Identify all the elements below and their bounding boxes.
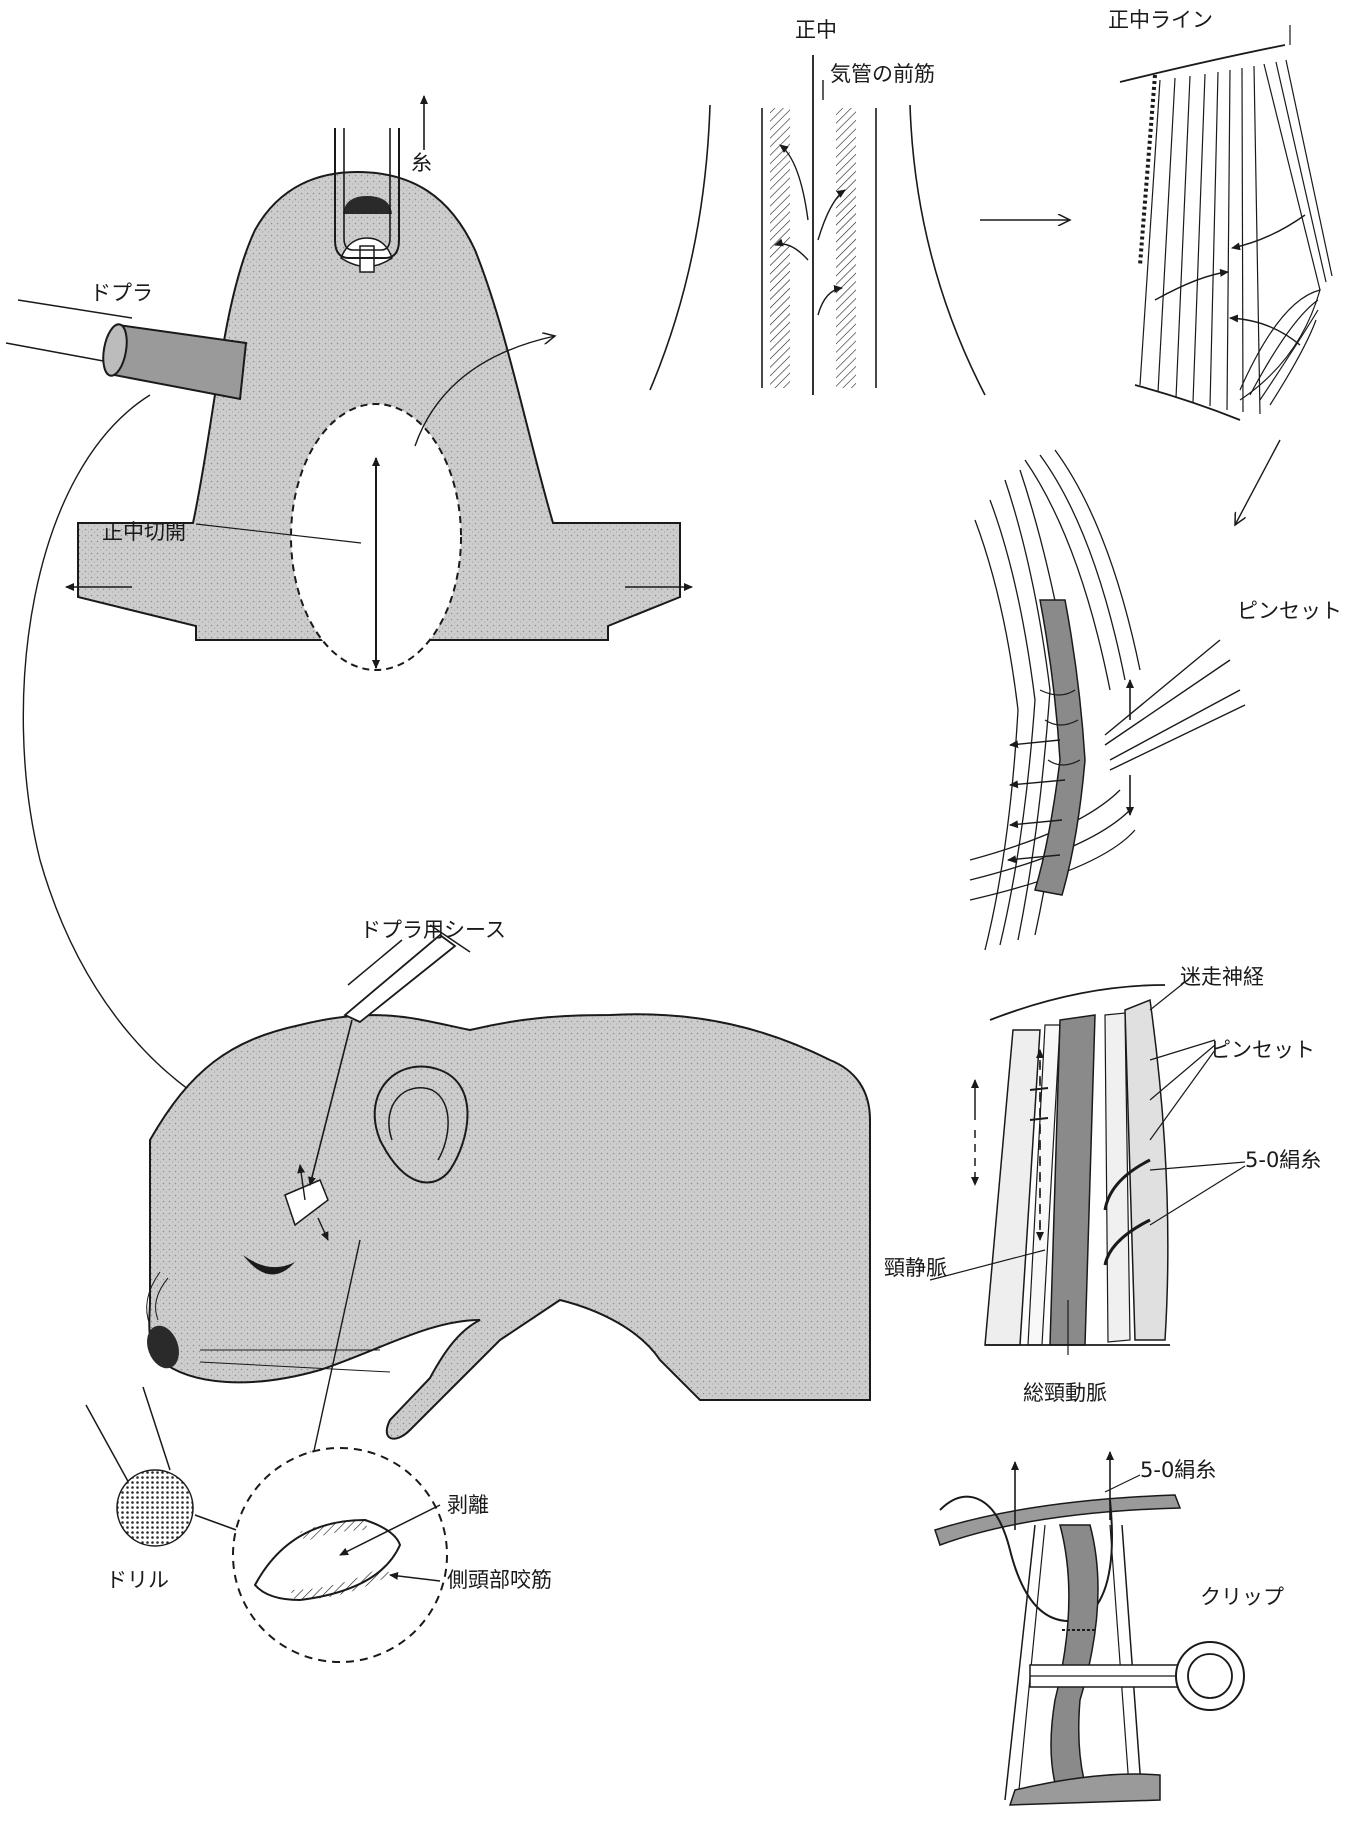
rat-lateral-panel [141, 925, 870, 1460]
label-meisou-shinkei: 迷走神経 [1180, 967, 1264, 988]
label-sokutoubu-koukin: 側頭部咬筋 [447, 1570, 552, 1591]
label-clip: クリップ [1200, 1587, 1284, 1608]
carotid-artery-dissected [1035, 600, 1085, 895]
label-kenshi-1: 5-0絹糸 [1245, 1150, 1321, 1171]
label-kenshi-2: 5-0絹糸 [1140, 1460, 1216, 1481]
rat-body [149, 1014, 870, 1438]
label-seichu: 正中 [795, 20, 837, 41]
label-seichu-line: 正中ライン [1108, 10, 1213, 31]
step-arrow-2 [1235, 440, 1280, 525]
label-drill: ドリル [106, 1570, 169, 1591]
ligation-panel [935, 1452, 1244, 1805]
muscle-retraction-panel [1120, 25, 1332, 525]
label-soukeidoumyaku: 総頸動脈 [1023, 1383, 1107, 1404]
label-pinset-1: ピンセット [1237, 601, 1342, 622]
midline-panel [650, 55, 1070, 395]
label-ito: 糸 [411, 153, 432, 174]
midline-dashed [1140, 75, 1155, 265]
label-hakuri: 剥離 [447, 1495, 489, 1516]
doppler-sheath [345, 935, 455, 1022]
dissection-panel [970, 450, 1245, 950]
label-keijoumyaku: 頸静脈 [884, 1258, 947, 1279]
label-kikan-zenkin: 気管の前筋 [830, 64, 935, 85]
ligated-carotid [1051, 1525, 1098, 1800]
label-seichu-sekkai: 正中切開 [102, 522, 186, 543]
label-pinset-2: ピンセット [1210, 1040, 1315, 1061]
vessel-separation-panel [930, 978, 1245, 1355]
ventral-view-panel [6, 96, 692, 1115]
pinset-1 [1105, 640, 1245, 770]
label-dopura: ドプラ [90, 283, 153, 304]
drill-bit [117, 1470, 193, 1546]
label-dopura-sheath: ドプラ用シース [360, 920, 506, 941]
